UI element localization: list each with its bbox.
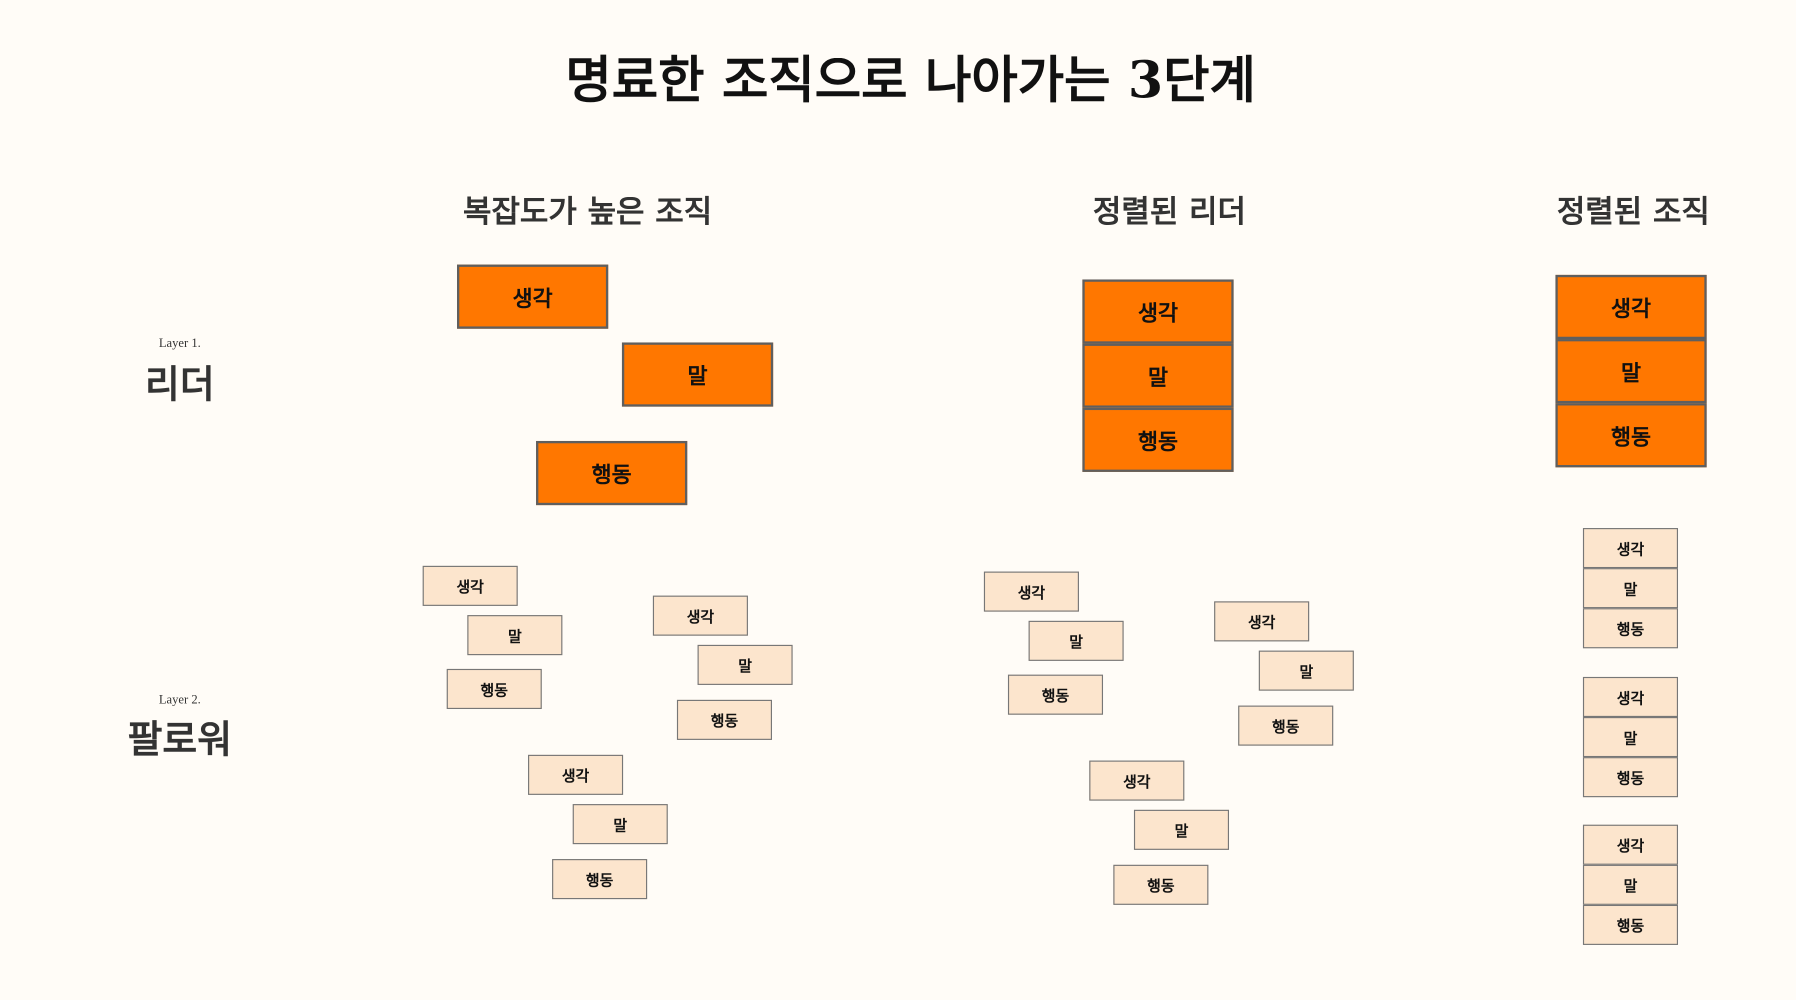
follower-box-think: 생각 — [983, 571, 1079, 612]
layer-1-name: 리더 — [145, 361, 215, 407]
follower-box-speak: 말 — [572, 804, 668, 845]
follower-box-speak: 말 — [1582, 717, 1679, 758]
follower-box-think: 생각 — [1214, 601, 1310, 642]
leader-box-speak: 말 — [1555, 339, 1707, 404]
follower-box-speak: 말 — [697, 644, 793, 685]
follower-box-act: 행동 — [676, 699, 772, 740]
follower-box-think: 생각 — [1089, 760, 1185, 801]
leader-box-think: 생각 — [1082, 279, 1234, 344]
follower-box-think: 생각 — [422, 565, 518, 606]
layer-2-name: 팔로워 — [127, 717, 232, 762]
follower-box-act: 행동 — [1582, 757, 1679, 798]
leader-box-act: 행동 — [536, 440, 688, 506]
follower-box-think: 생각 — [1582, 824, 1679, 865]
follower-box-act: 행동 — [1582, 904, 1679, 945]
follower-box-speak: 말 — [1582, 864, 1679, 905]
follower-box-speak: 말 — [1133, 809, 1230, 850]
layer-1-tag: Layer 1. — [158, 336, 201, 351]
leader-box-think: 생각 — [1555, 274, 1707, 340]
leader-box-act: 행동 — [1555, 403, 1707, 468]
follower-box-act: 행동 — [446, 668, 542, 710]
follower-box-act: 행동 — [1582, 608, 1679, 649]
follower-box-think: 생각 — [1582, 676, 1679, 718]
follower-box-act: 행동 — [552, 859, 648, 900]
follower-box-think: 생각 — [528, 754, 624, 795]
follower-box-speak: 말 — [1258, 650, 1354, 691]
column-header-aligned-org: 정렬된 조직 — [1556, 194, 1710, 231]
leader-box-speak: 말 — [621, 342, 774, 407]
follower-box-act: 행동 — [1007, 674, 1104, 715]
follower-box-think: 생각 — [652, 595, 748, 636]
layer-2-tag: Layer 2. — [158, 692, 201, 707]
column-header-complex-org: 복잡도가 높은 조직 — [463, 194, 713, 231]
follower-box-speak: 말 — [1028, 620, 1124, 661]
leader-box-act: 행동 — [1082, 407, 1234, 472]
follower-box-speak: 말 — [467, 615, 563, 656]
leader-box-think: 생각 — [457, 264, 609, 329]
leader-box-speak: 말 — [1082, 343, 1234, 408]
follower-box-act: 행동 — [1238, 705, 1334, 746]
follower-box-act: 행동 — [1113, 864, 1209, 905]
follower-box-speak: 말 — [1582, 568, 1679, 609]
column-header-aligned-leader: 정렬된 리더 — [1092, 194, 1246, 231]
slide-title: 명료한 조직으로 나아가는 3단계 — [565, 51, 1256, 110]
follower-box-think: 생각 — [1582, 528, 1679, 569]
